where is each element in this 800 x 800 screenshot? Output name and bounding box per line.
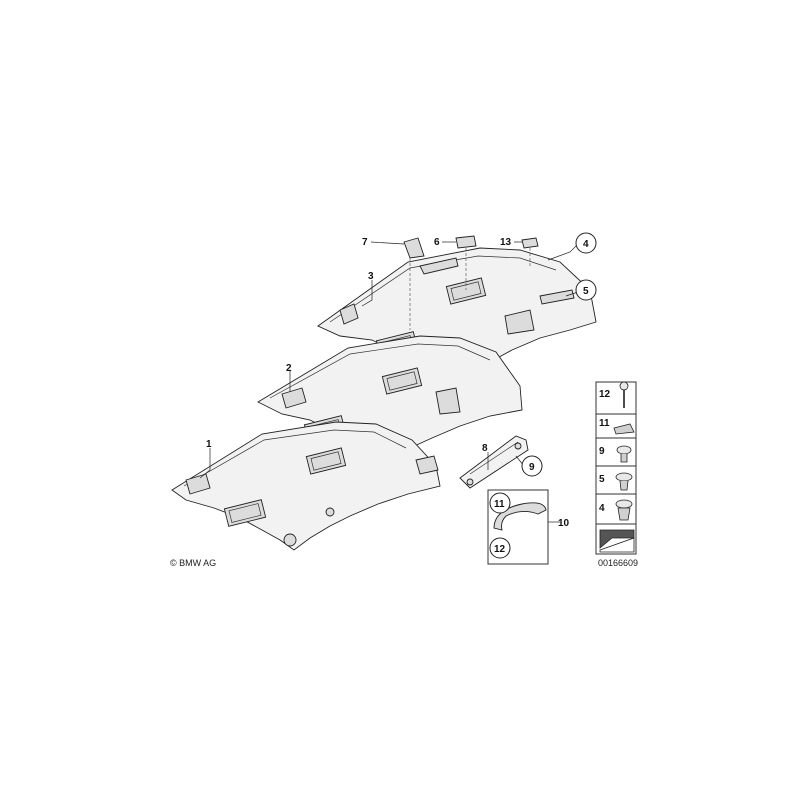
- arrow-icon: [599, 529, 635, 549]
- callout-5: 5: [583, 286, 589, 297]
- headliner-1: [171, 421, 441, 551]
- screw-icon: [619, 381, 629, 408]
- callout-1: 1: [206, 439, 212, 450]
- callout-circle-4: [575, 232, 597, 254]
- rivet-icon: [615, 472, 633, 491]
- callout-7: 7: [362, 237, 368, 248]
- callout-circle-5: [575, 279, 597, 301]
- callout-4: 4: [583, 239, 589, 250]
- callout-11: 11: [494, 499, 505, 510]
- part-8-rail: [459, 435, 529, 489]
- callout-circle-9: [521, 455, 543, 477]
- clip-icon: [616, 445, 632, 463]
- legend-item-5: 5: [599, 474, 605, 485]
- fastener-legend: 12 11 9 5 4: [595, 381, 637, 555]
- callout-9: 9: [529, 462, 535, 473]
- callout-10: 10: [558, 518, 570, 529]
- callout-12: 12: [494, 544, 506, 555]
- diagram-id: 00166609: [598, 558, 638, 568]
- callout-circle-12: [489, 537, 511, 559]
- legend-item-12: 12: [599, 389, 611, 400]
- copyright-text: © BMW AG: [170, 558, 216, 568]
- legend-item-11: 11: [599, 418, 610, 429]
- callout-circle-11: [489, 492, 511, 514]
- callout-2: 2: [286, 363, 292, 374]
- expanding-clip-icon: [615, 499, 633, 521]
- callout-13: 13: [500, 237, 512, 248]
- part-6-bracket: [455, 235, 477, 249]
- legend-item-9: 9: [599, 446, 605, 457]
- part-7-cover: [403, 237, 425, 259]
- callout-3: 3: [368, 271, 374, 282]
- callout-8: 8: [482, 443, 488, 454]
- callout-6: 6: [434, 237, 440, 248]
- pad-icon: [613, 423, 635, 435]
- legend-item-4: 4: [599, 503, 605, 514]
- part-13-clip: [521, 237, 539, 249]
